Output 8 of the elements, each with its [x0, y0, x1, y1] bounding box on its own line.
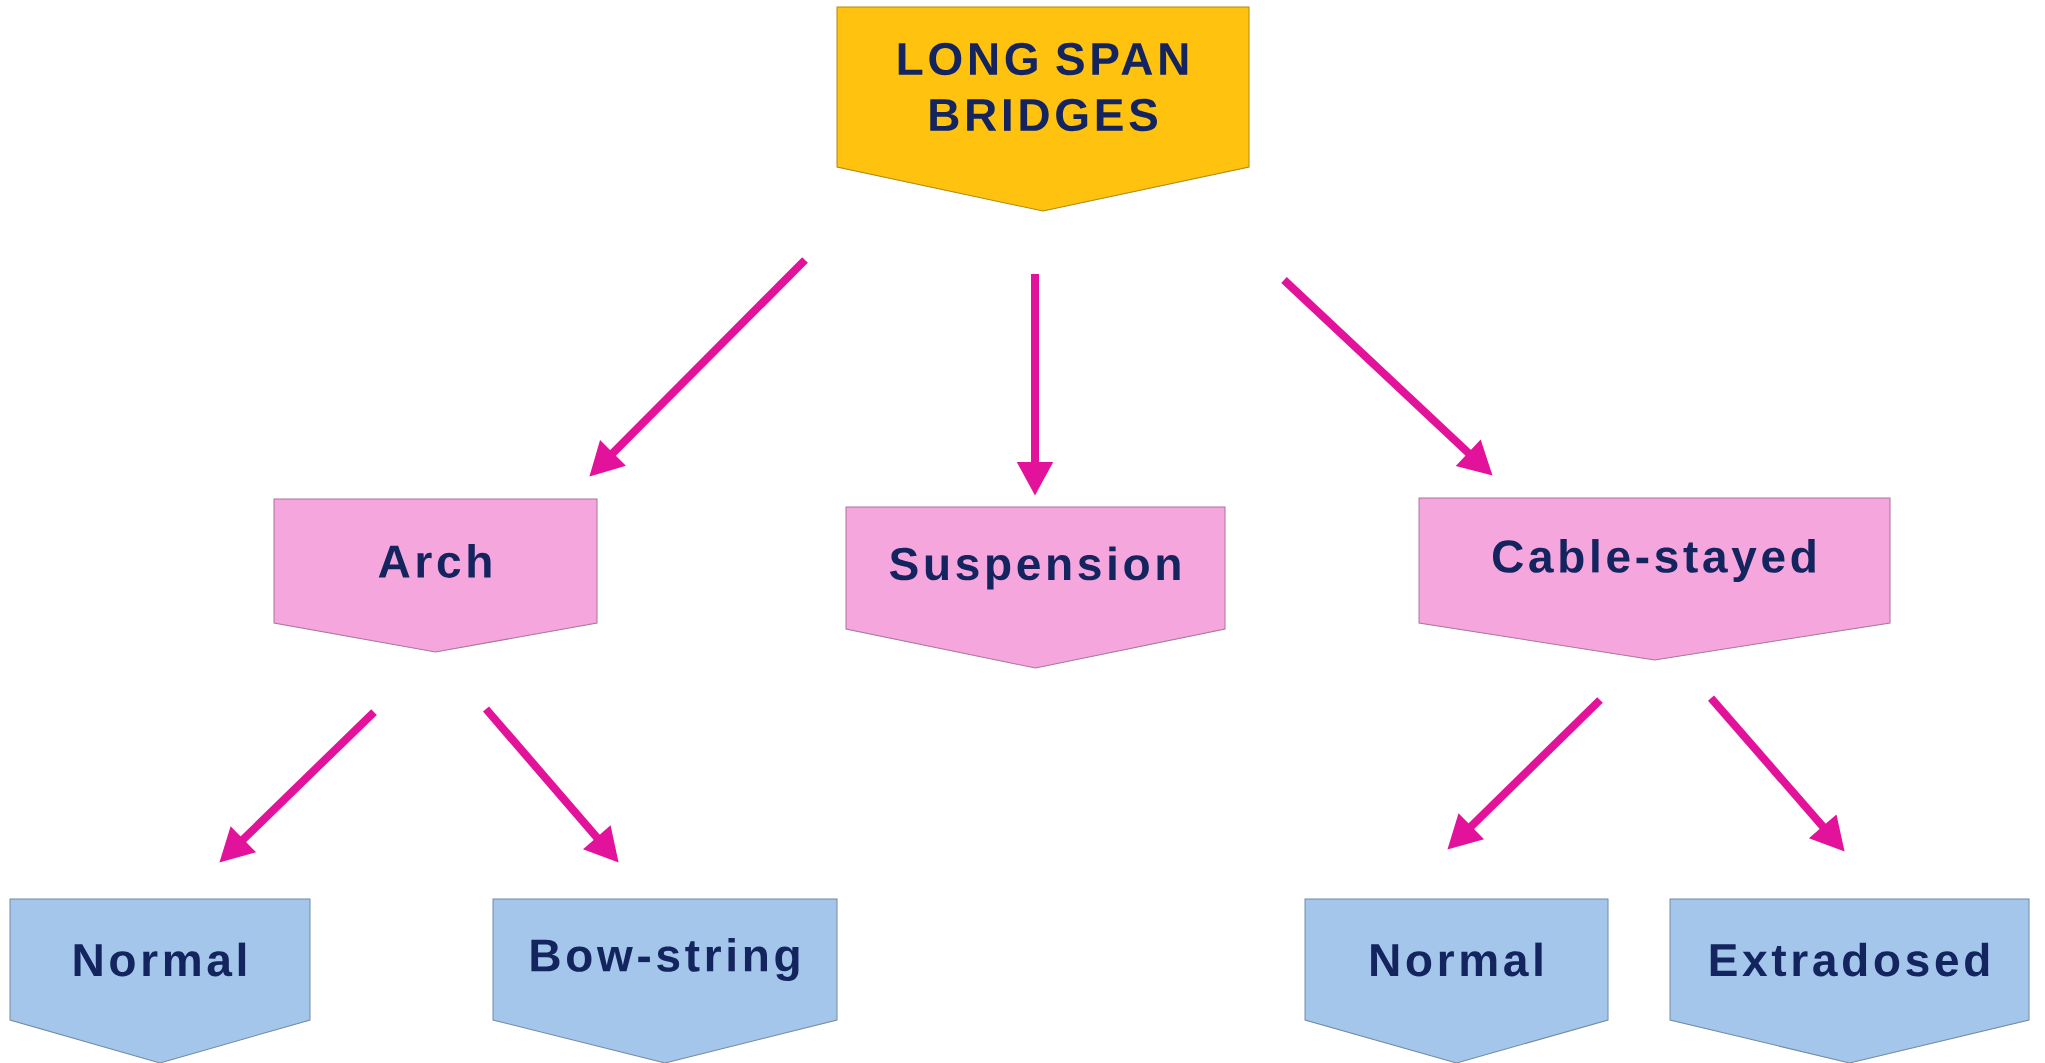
category-box: Cable-stayed: [1418, 497, 1891, 661]
category-box: Normal: [1304, 898, 1609, 1063]
title-box: LONG SPAN BRIDGES: [836, 6, 1250, 212]
category-box: Extradosed: [1669, 898, 2030, 1063]
category-box: Suspension: [845, 506, 1226, 669]
category-box: Arch: [273, 498, 598, 653]
category-box: Bow-string: [492, 898, 838, 1063]
category-box: Normal: [9, 898, 311, 1063]
